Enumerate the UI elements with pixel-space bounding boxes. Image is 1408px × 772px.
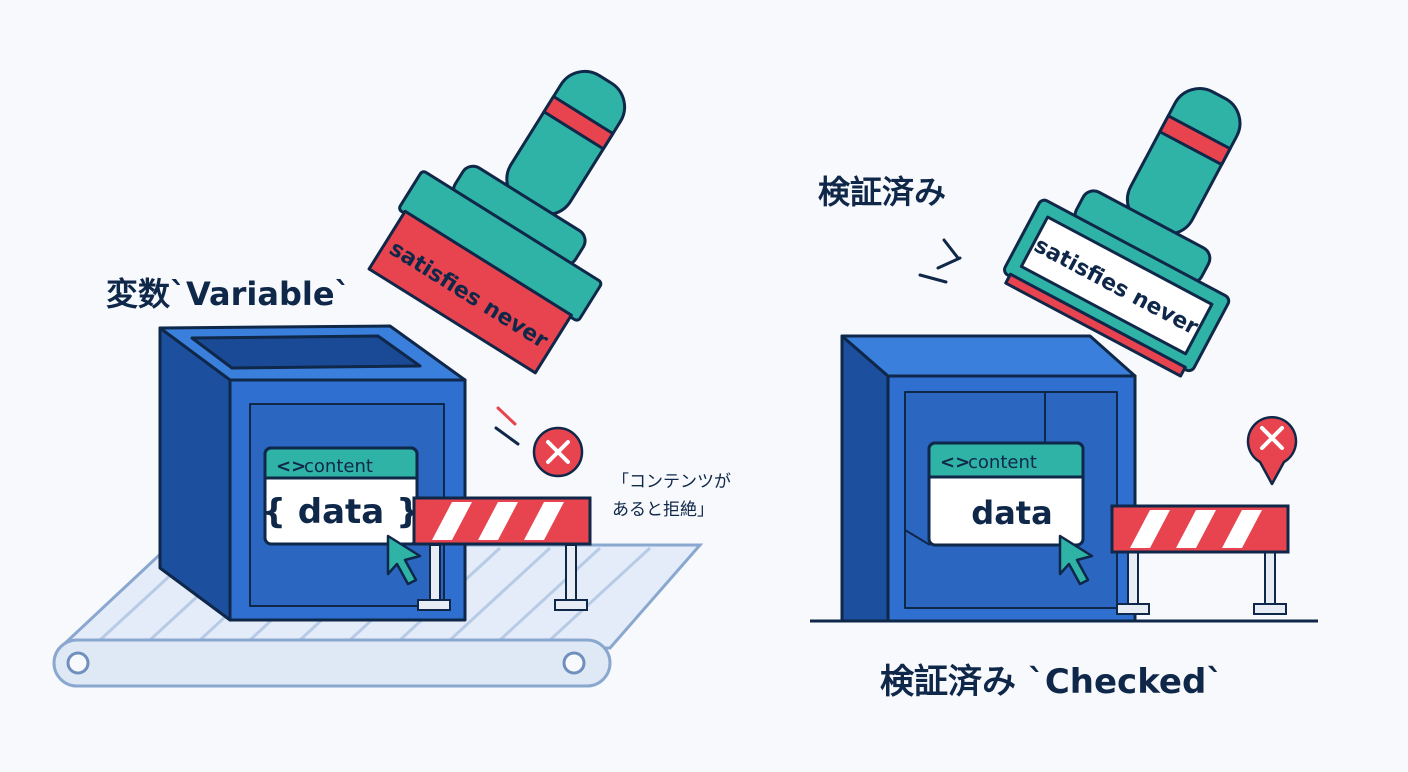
right-panel-tab: content [968,452,1037,473]
cursor-icon [1058,534,1094,586]
right-barrier [1110,504,1290,615]
left-panel-tab: content [304,456,373,477]
left-variable-label: 変数`Variable` [106,275,351,313]
left-impact-lines [494,406,520,446]
left-stamp: satisfies never [367,69,627,375]
right-top-label: 検証済み [818,173,946,211]
cursor-icon [386,534,422,586]
left-note-line1: 「コンテンツが [612,472,731,492]
right-reject-pin-icon [1246,416,1298,486]
left-barrier [412,496,592,611]
right-bottom-label: 検証済み `Checked` [880,662,1223,702]
code-icon: <> [276,456,306,477]
left-note-line2: あると拒絶」 [612,500,714,520]
left-scene: <> content { data } [52,69,731,688]
code-icon: <> [940,452,970,473]
right-scene: <> content data [810,87,1318,702]
right-stamp: satisfies never [1003,87,1242,378]
left-reject-icon [532,426,584,478]
left-content-panel: <> content { data } [262,446,421,546]
right-content-panel: <> content data [927,441,1085,547]
right-impact-lines [918,238,962,284]
left-panel-value: { data } [262,492,421,532]
right-panel-value: data [971,494,1052,532]
